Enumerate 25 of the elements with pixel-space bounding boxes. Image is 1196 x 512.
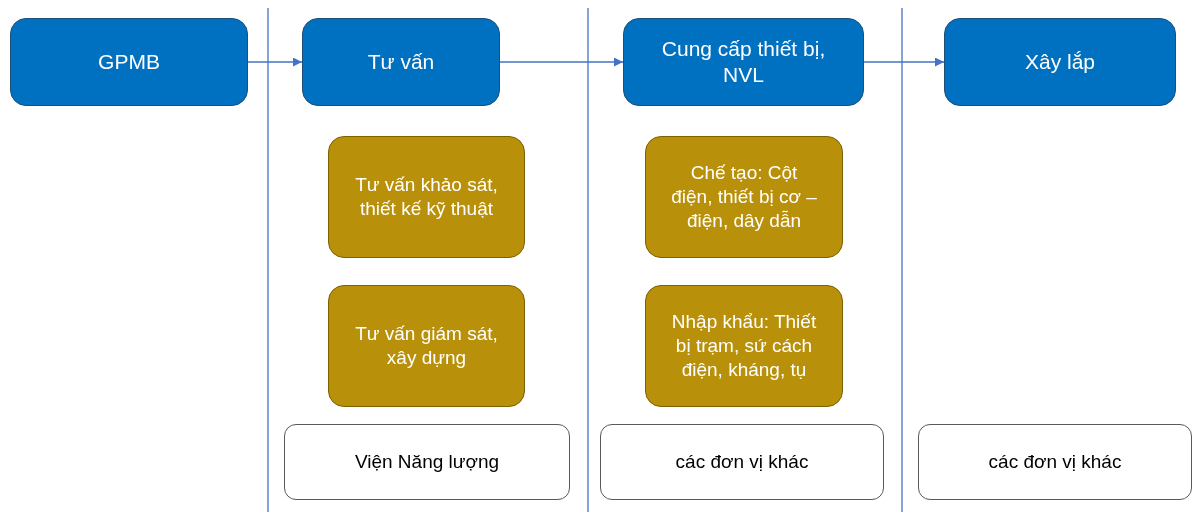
arrow: [247, 57, 303, 67]
task-box: [645, 285, 843, 407]
unit-box: [600, 424, 884, 500]
stage-box: [944, 18, 1176, 106]
task-box: [328, 136, 525, 258]
task-box: [328, 285, 525, 407]
stage-box: [10, 18, 248, 106]
unit-box: [918, 424, 1192, 500]
node-label: GPMB: [98, 48, 160, 75]
node-label: Xây lắp: [1024, 48, 1095, 75]
node-label: các đơn vị khác: [988, 450, 1122, 474]
node-label: Chế tạo: Cột điện, thiết bị cơ – điện, dây dẫn: [670, 161, 818, 233]
unit-box: [284, 424, 570, 500]
arrow: [863, 57, 945, 67]
node-label: Cung cấp thiết bị, NVL: [660, 35, 827, 88]
task-box: [645, 136, 843, 258]
arrow: [499, 57, 624, 67]
node-label: Tư vấn khảo sát, thiết kế kỹ thuật: [354, 173, 499, 221]
node-label: Viện Năng lượng: [354, 450, 500, 474]
stage-box: [623, 18, 864, 106]
stage-box: [302, 18, 500, 106]
node-label: Tư vấn: [367, 48, 435, 75]
node-label: Nhập khẩu: Thiết bị trạm, sứ cách điện, kháng, tụ: [670, 310, 818, 382]
node-label: các đơn vị khác: [675, 450, 809, 474]
node-label: Tư vấn giám sát, xây dựng: [354, 322, 499, 370]
